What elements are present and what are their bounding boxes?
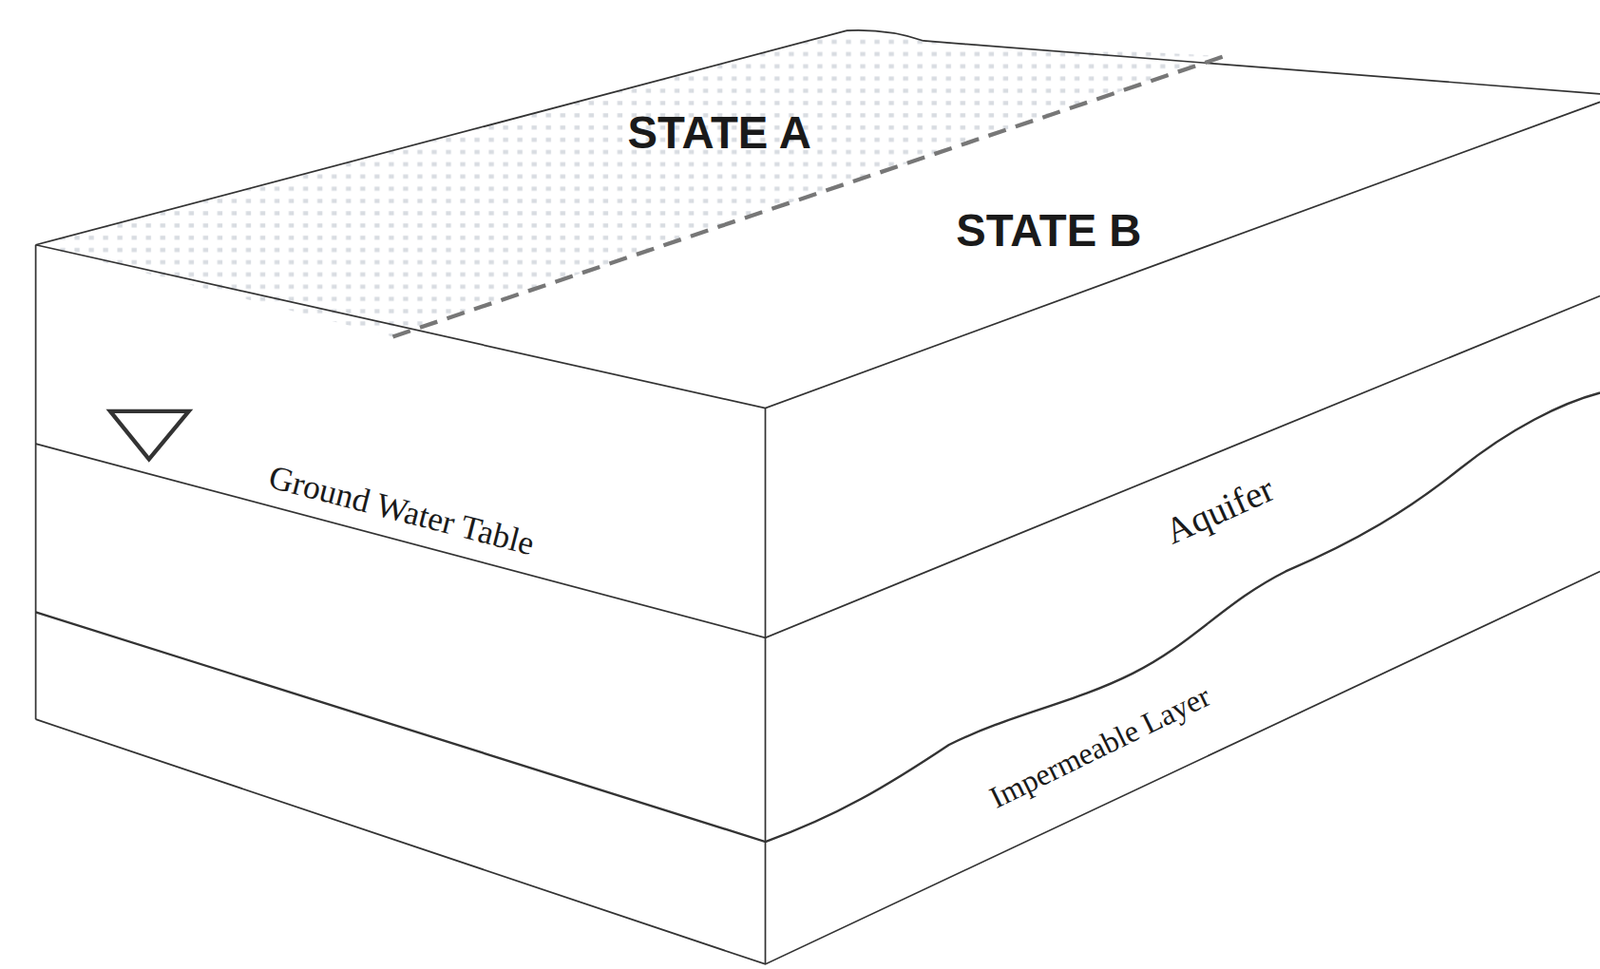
layer-label: Aquifer [1158, 467, 1280, 553]
layer-label: Ground Water Table [264, 457, 537, 563]
state-label: STATE B [955, 205, 1142, 257]
state-label: STATE A [628, 107, 812, 159]
layer-label: Impermeable Layer [984, 678, 1217, 816]
